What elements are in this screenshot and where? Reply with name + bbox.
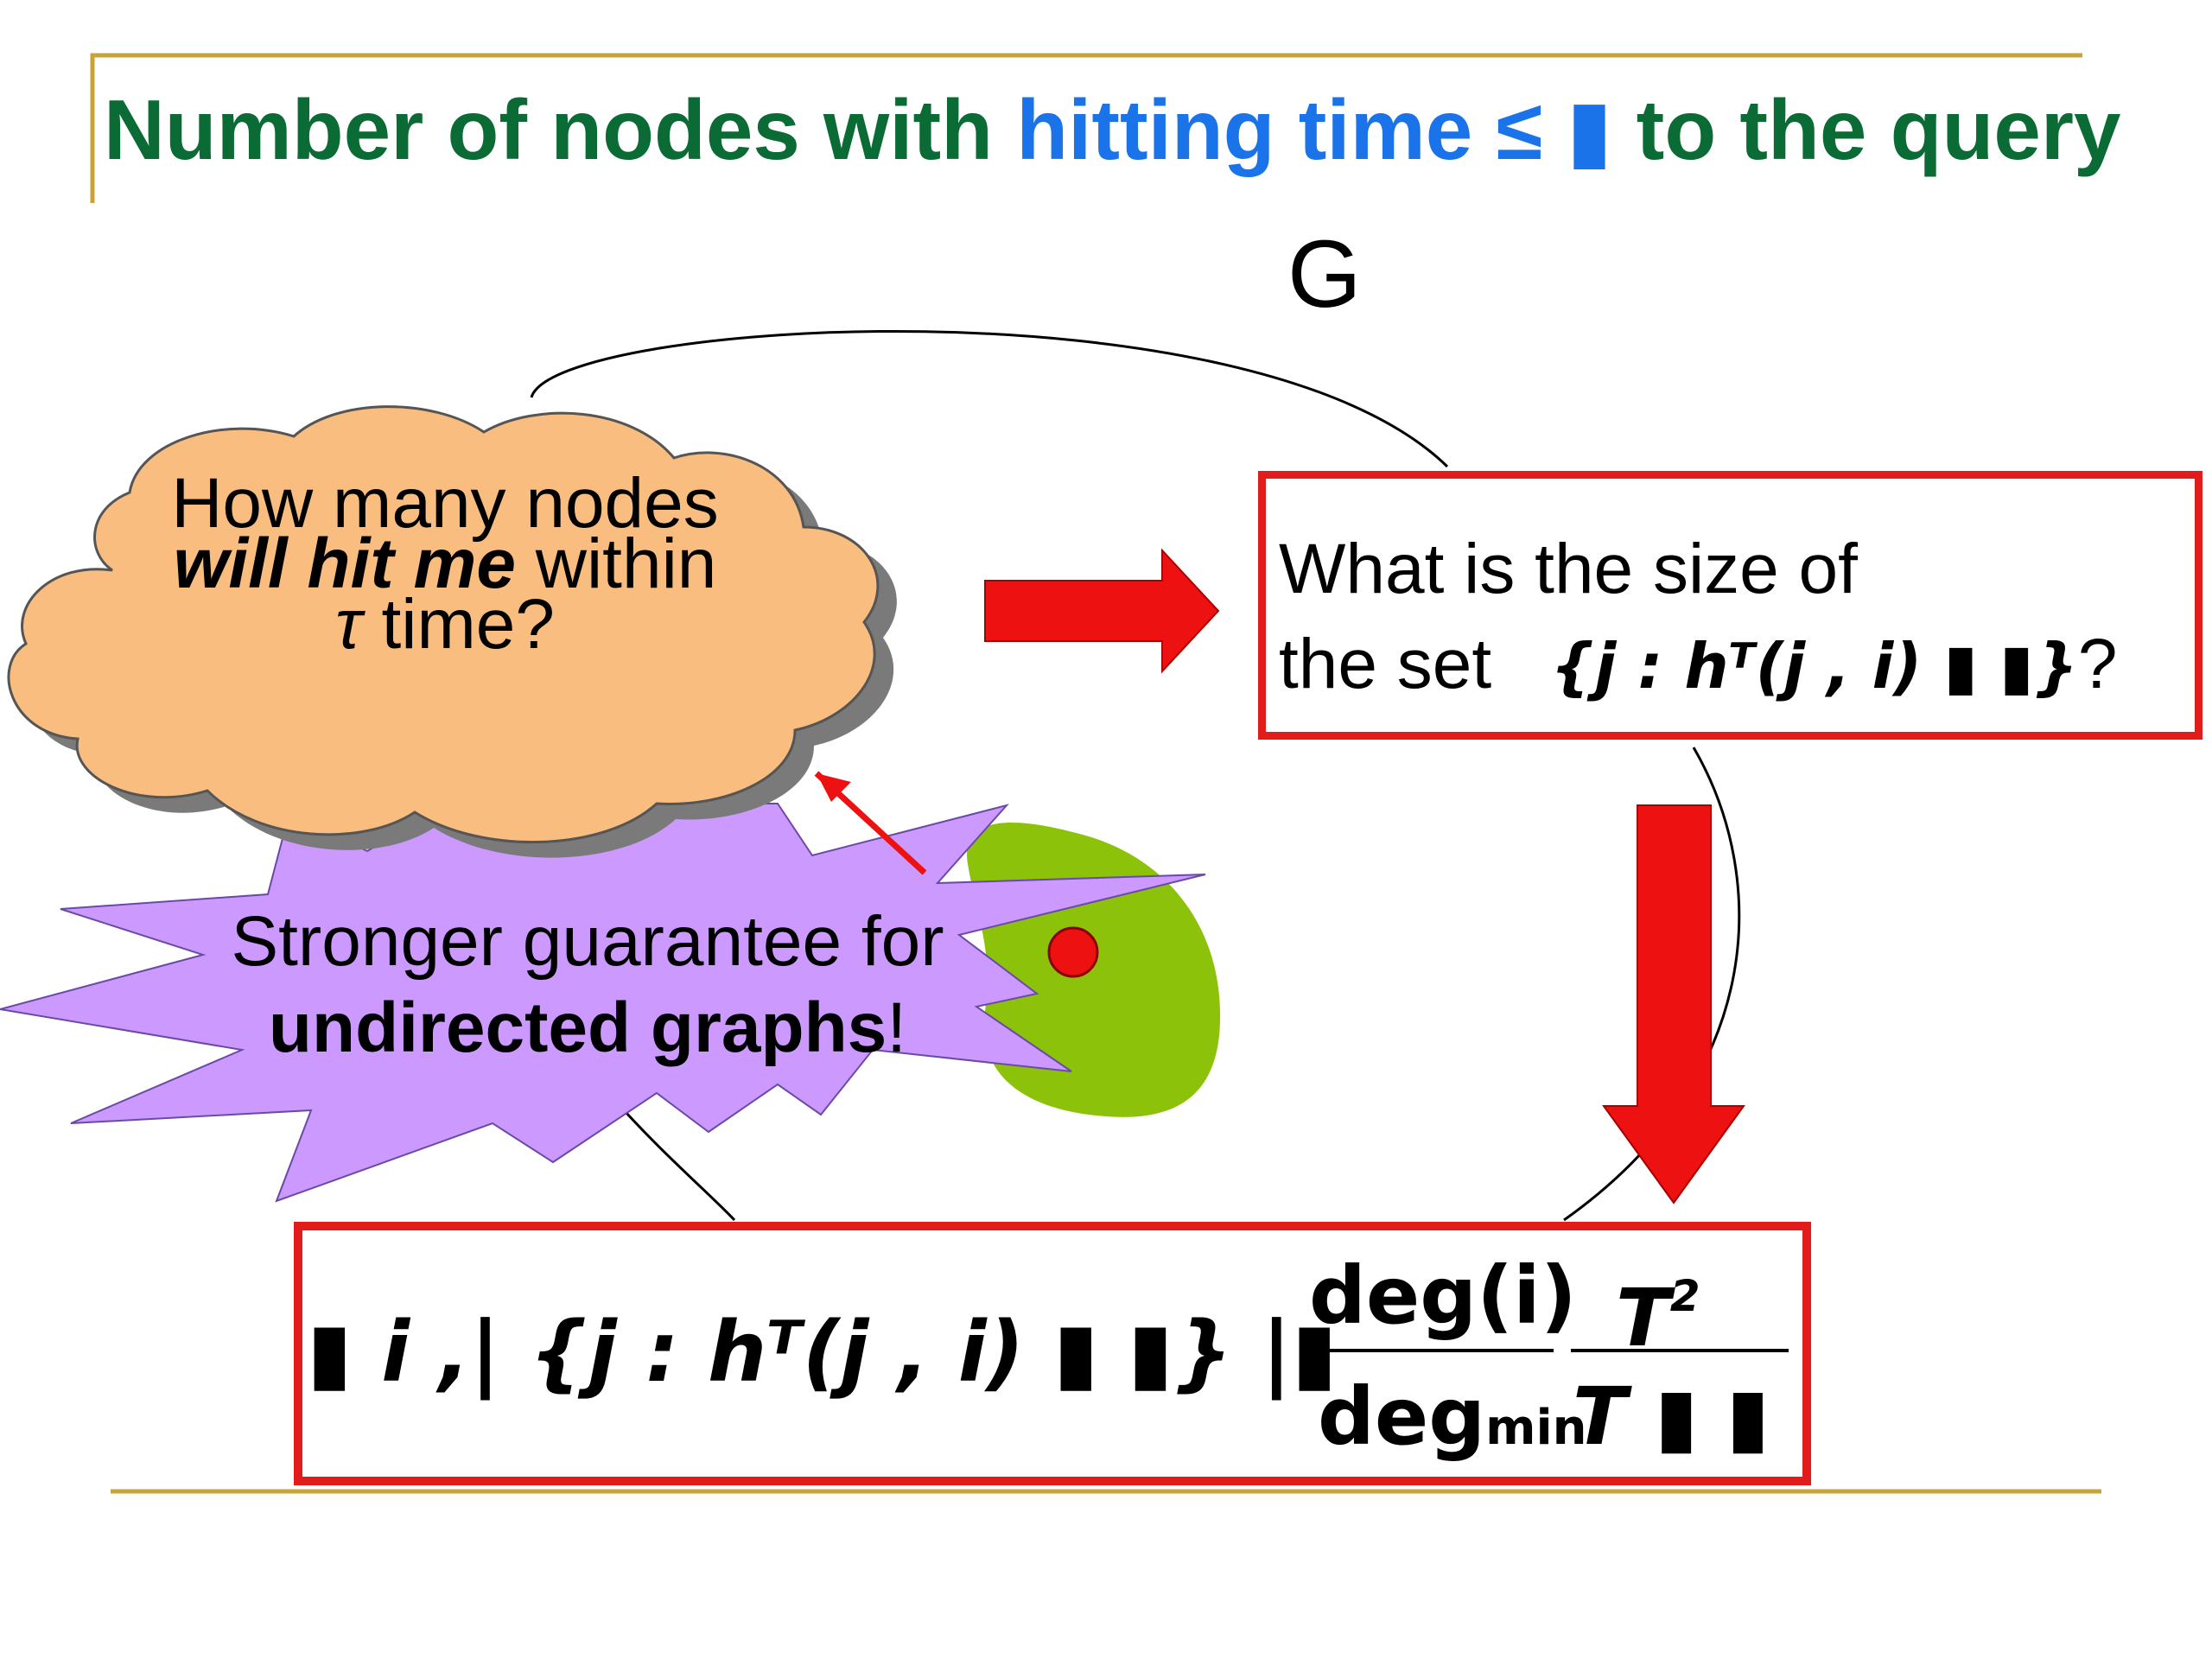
question-text: What is the size of the set {j : hᵀ(j , … xyxy=(1279,522,2195,714)
cloud-line-3: τ time? xyxy=(95,589,795,660)
cloud-emphasis: will hit me xyxy=(173,524,516,603)
query-node xyxy=(1047,926,1099,978)
cloud-line-2: will hit me within xyxy=(95,529,795,600)
cloud-text: How many nodes will hit me within τ time… xyxy=(95,464,795,660)
starburst-line-2-rest: ! xyxy=(887,988,907,1067)
cloud-line-1: How many nodes xyxy=(171,464,719,543)
fraction1-den-sub: min xyxy=(1485,1400,1587,1456)
fraction1-den-main: deg xyxy=(1318,1370,1486,1463)
fraction2-num-sup: 2 xyxy=(1669,1271,1700,1321)
fraction1-numerator: deg(i) xyxy=(1309,1249,1577,1342)
graph-edge-top xyxy=(530,330,1449,468)
title-hitting-time: hitting time ≤ ▮ xyxy=(1016,82,1613,177)
fraction2-numerator: T2 xyxy=(1616,1249,1700,1366)
down-arrow xyxy=(1602,804,1745,1205)
question-line-2: the set {j : hᵀ(j , i) ▮ ▮}? xyxy=(1279,617,2195,714)
starburst-line-2: undirected graphs! xyxy=(156,985,1020,1071)
slide-title: Number of nodes with hitting time ≤ ▮ to… xyxy=(104,82,2126,177)
starburst-bold: undirected graphs xyxy=(268,988,887,1067)
cloud-line-3-rest: time? xyxy=(361,585,555,664)
fraction2-num-main: T xyxy=(1616,1272,1670,1364)
question-box xyxy=(1258,471,2202,740)
cloud-tau: τ xyxy=(335,585,362,664)
right-arrow xyxy=(984,548,1220,674)
title-part1: Number of nodes with xyxy=(104,82,1017,177)
title-part3: to the query xyxy=(1612,82,2121,177)
formula-box xyxy=(294,1222,1811,1485)
formula-lhs: ▮ i ,| {j : hᵀ(j , i) ▮ ▮} |▮ xyxy=(307,1304,1338,1401)
starburst-text: Stronger guarantee for undirected graphs… xyxy=(156,899,1020,1071)
thought-cloud xyxy=(7,405,880,844)
fraction1-denominator: degmin xyxy=(1318,1370,1587,1476)
fraction2-denominator: T ▮ ▮ xyxy=(1573,1370,1770,1463)
question-line-2-prefix: the set xyxy=(1279,625,1492,703)
graph-label: G xyxy=(1287,221,1362,327)
question-suffix: ? xyxy=(2077,625,2118,703)
starburst-line-1: Stronger guarantee for xyxy=(231,902,944,981)
question-line-1: What is the size of xyxy=(1279,530,1858,608)
cloud-line-2-rest: within xyxy=(515,524,717,603)
pointer-arrowhead xyxy=(817,773,851,802)
set-expression: {j : hᵀ(j , i) ▮ ▮} xyxy=(1550,630,2078,702)
graph-edge-right xyxy=(1563,747,1741,1222)
